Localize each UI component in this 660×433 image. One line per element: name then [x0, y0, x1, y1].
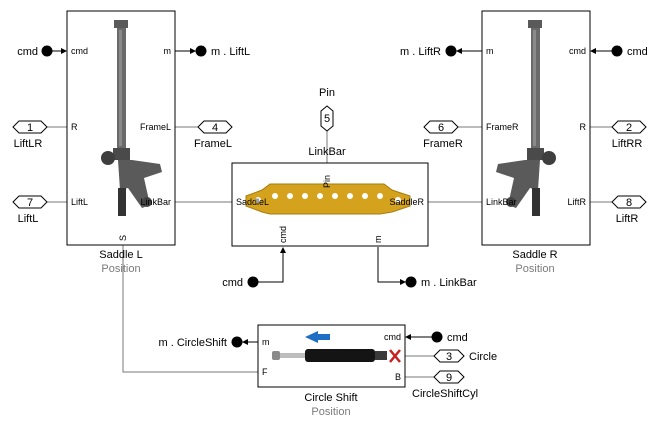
goto-m-circle-shift[interactable]: m . CircleShift	[159, 336, 243, 350]
svg-text:m . CircleShift: m . CircleShift	[159, 337, 227, 349]
saddle-r-block[interactable]: m cmd FrameR R LinkBar LiftR	[481, 10, 591, 246]
svg-text:LiftL: LiftL	[18, 213, 39, 225]
link-bar-port-saddlel: SaddleL	[236, 197, 269, 207]
arrowhead-icon	[456, 48, 462, 54]
link-bar-port-pin: Pin	[322, 175, 332, 188]
saddle-l-port-framel: FrameL	[140, 122, 171, 132]
svg-text:1: 1	[27, 122, 33, 134]
svg-text:Pin: Pin	[319, 87, 335, 99]
from-cmd-circle-shift[interactable]: cmd	[431, 331, 468, 345]
svg-text:FrameR: FrameR	[423, 138, 463, 150]
svg-text:cmd: cmd	[222, 277, 243, 289]
svg-text:LiftLR: LiftLR	[14, 138, 43, 150]
svg-text:cmd: cmd	[627, 46, 648, 58]
arrowhead-icon	[280, 247, 286, 253]
conn-port-liftl[interactable]: 7 LiftL	[12, 195, 48, 225]
saddle-l-block[interactable]: cmd m R FrameL LiftL LinkBar S	[66, 10, 176, 246]
svg-text:6: 6	[438, 122, 444, 134]
saddle-l-title: Saddle L	[99, 249, 142, 261]
close-icon	[389, 349, 401, 363]
saddle-r-port-liftr: LiftR	[567, 197, 586, 207]
conn-port-circleshiftcyl[interactable]: 9 CircleShiftCyl	[412, 370, 478, 400]
saddle-l-port-s: S	[118, 235, 128, 241]
saddle-l-port-liftl: LiftL	[71, 197, 88, 207]
saddle-r-port-r: R	[580, 122, 587, 132]
conn-port-liftlr[interactable]: 1 LiftLR	[12, 120, 48, 150]
conn-port-framer[interactable]: 6 FrameR	[423, 120, 463, 150]
signal-wires	[52, 48, 612, 345]
sig-cmd-linkbar[interactable]	[258, 252, 284, 283]
svg-text:5: 5	[324, 113, 330, 125]
from-cmd-saddle-r[interactable]: cmd	[611, 45, 648, 59]
circle-shift-port-cmd: cmd	[384, 332, 401, 342]
sig-linkbar-m[interactable]	[377, 247, 402, 283]
saddle-r-port-m: m	[486, 46, 494, 56]
circle-shift-port-b: B	[395, 372, 401, 382]
circle-shift-port-m: m	[262, 337, 270, 347]
saddle-l-subtitle: Position	[101, 263, 140, 275]
from-cmd-link-bar[interactable]: cmd	[222, 276, 259, 290]
svg-text:Circle: Circle	[469, 351, 497, 363]
saddle-r-port-cmd: cmd	[569, 46, 586, 56]
circle-shift-icon	[272, 331, 387, 362]
svg-text:3: 3	[446, 351, 452, 363]
conn-port-circle[interactable]: 3 Circle	[433, 349, 497, 363]
svg-text:7: 7	[27, 197, 33, 209]
saddle-r-icon	[496, 20, 556, 216]
svg-text:4: 4	[212, 122, 218, 134]
saddle-l-icon	[101, 20, 162, 216]
goto-m-lift-r[interactable]: m . LiftR	[400, 45, 457, 59]
link-bar-port-m: m	[373, 236, 383, 244]
conn-port-pin[interactable]: 5 Pin	[319, 87, 335, 132]
conn-port-liftr[interactable]: 8 LiftR	[611, 195, 647, 225]
saddle-r-subtitle: Position	[515, 263, 554, 275]
svg-text:FrameL: FrameL	[194, 138, 232, 150]
svg-text:m . LiftL: m . LiftL	[211, 46, 250, 58]
link-bar-title: LinkBar	[308, 146, 346, 158]
arrowhead-icon	[242, 339, 248, 345]
saddle-r-port-framer: FrameR	[486, 122, 519, 132]
goto-m-lift-l[interactable]: m . LiftL	[195, 45, 251, 59]
conn-port-framel[interactable]: 4 FrameL	[194, 120, 233, 150]
link-bar-icon	[245, 183, 411, 215]
goto-m-link-bar[interactable]: m . LinkBar	[405, 276, 477, 290]
circle-shift-block[interactable]: m cmd F B	[257, 324, 406, 388]
saddle-l-port-r: R	[71, 122, 78, 132]
svg-text:LiftR: LiftR	[616, 213, 639, 225]
svg-text:LiftRR: LiftRR	[612, 138, 643, 150]
svg-text:CircleShiftCyl: CircleShiftCyl	[412, 388, 478, 400]
link-bar-port-saddler: SaddleR	[389, 197, 424, 207]
conn-port-liftrr[interactable]: 2 LiftRR	[611, 120, 647, 150]
svg-text:9: 9	[446, 372, 452, 384]
saddle-r-port-linkbar: LinkBar	[486, 197, 517, 207]
svg-text:cmd: cmd	[17, 46, 38, 58]
link-bar-block[interactable]: Pin SaddleL SaddleR cmd m	[231, 162, 429, 247]
arrowhead-icon	[405, 334, 411, 340]
circle-shift-port-f: F	[262, 367, 268, 377]
circle-shift-subtitle: Position	[311, 406, 350, 418]
saddle-l-port-linkbar: LinkBar	[140, 197, 171, 207]
svg-text:cmd: cmd	[447, 332, 468, 344]
saddle-l-port-m: m	[164, 46, 172, 56]
circle-shift-title: Circle Shift	[304, 392, 357, 404]
svg-text:8: 8	[626, 197, 632, 209]
svg-text:m . LiftR: m . LiftR	[400, 46, 441, 58]
arrowhead-icon	[190, 48, 196, 54]
arrowhead-icon	[590, 48, 596, 54]
arrowhead-icon	[400, 279, 406, 285]
physical-wires	[47, 126, 612, 378]
from-cmd-saddle-l[interactable]: cmd	[17, 45, 53, 59]
link-bar-port-cmd: cmd	[278, 226, 288, 243]
saddle-l-port-cmd: cmd	[71, 46, 88, 56]
arrowhead-icon	[61, 48, 67, 54]
svg-text:2: 2	[626, 122, 632, 134]
saddle-r-title: Saddle R	[512, 249, 557, 261]
wire-saddlel-s-to-circleshift-f[interactable]	[122, 245, 258, 373]
svg-text:m . LinkBar: m . LinkBar	[421, 277, 477, 289]
